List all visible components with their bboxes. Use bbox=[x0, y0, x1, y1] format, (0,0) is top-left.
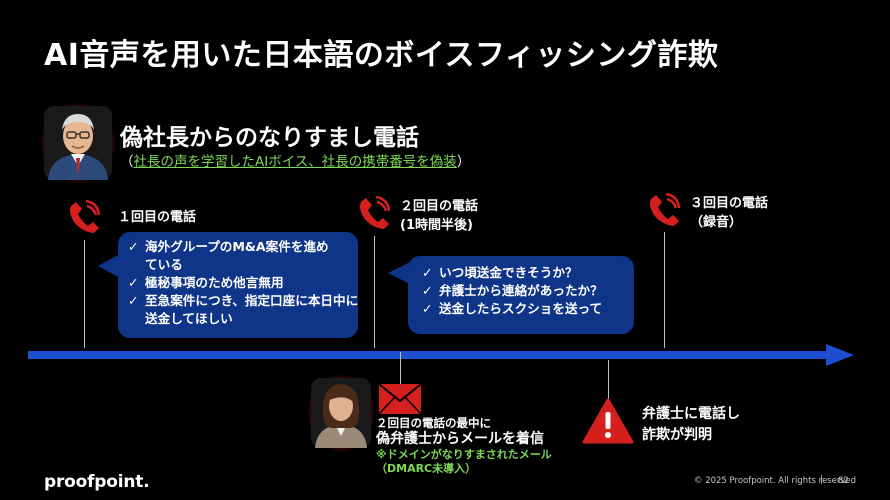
email-connector bbox=[400, 352, 401, 388]
call-3-line2: （録音） bbox=[690, 215, 743, 230]
phone-icon bbox=[648, 192, 681, 227]
call-1-connector bbox=[84, 240, 85, 348]
bubble-2-item: 弁護士から連絡があったか？ bbox=[422, 282, 634, 300]
subtitle-note-text: 社長の声を学習したAIボイス、社長の携帯番号を偽装 bbox=[133, 154, 457, 170]
copyright: © 2025 Proofpoint. All rights reserved bbox=[694, 476, 856, 486]
footer-separator: | bbox=[820, 475, 823, 485]
bubble-2-item: いつ頃送金できそうか？ bbox=[422, 264, 634, 282]
phone-icon bbox=[358, 195, 391, 230]
email-event-line1: ２回目の電話の最中に bbox=[376, 416, 491, 430]
warning-icon bbox=[582, 398, 634, 444]
bubble-1-tail bbox=[98, 254, 120, 278]
slide-title: AI音声を用いた日本語のボイスフィッシング詐欺 bbox=[44, 38, 719, 73]
proofpoint-logo: proofpoint. bbox=[44, 472, 150, 492]
message-bubble-1: 海外グループのM&A案件を進めている 極秘事項のため他言無用 至急案件につき、指… bbox=[118, 232, 358, 338]
call-3-label: ３回目の電話 （録音） bbox=[690, 194, 768, 232]
slide-subtitle: 偽社長からのなりすまし電話 bbox=[120, 125, 419, 151]
email-event-note1: ※ドメインがなりすまされたメール bbox=[376, 448, 552, 461]
subtitle-note: （社長の声を学習したAIボイス、社長の携帯番号を偽装） bbox=[120, 150, 470, 170]
bubble-1-item: 海外グループのM&A案件を進めている bbox=[128, 238, 340, 274]
warning-event: 弁護士に電話し 詐欺が判明 bbox=[642, 404, 740, 446]
call-2-connector bbox=[374, 236, 375, 348]
email-event-line2: 偽弁護士からメールを着信 bbox=[376, 431, 544, 447]
message-bubble-2: いつ頃送金できそうか？ 弁護士から連絡があったか？ 送金したらスクショを送って bbox=[408, 256, 634, 334]
call-2-line2: (1時間半後) bbox=[400, 218, 473, 233]
warning-event-line2: 詐欺が判明 bbox=[642, 427, 712, 443]
paren-close: ） bbox=[456, 154, 471, 170]
call-2-label: ２回目の電話 (1時間半後) bbox=[400, 197, 478, 235]
call-3-line1: ３回目の電話 bbox=[690, 196, 769, 211]
warning-event-line1: 弁護士に電話し bbox=[642, 406, 740, 422]
bubble-2-list: いつ頃送金できそうか？ 弁護士から連絡があったか？ 送金したらスクショを送って bbox=[422, 264, 634, 318]
lawyer-avatar bbox=[305, 372, 377, 454]
envelope-icon bbox=[378, 383, 422, 415]
call-3-connector bbox=[664, 232, 665, 348]
bubble-2-item: 送金したらスクショを送って bbox=[422, 300, 634, 318]
bubble-1-list: 海外グループのM&A案件を進めている 極秘事項のため他言無用 至急案件につき、指… bbox=[128, 238, 358, 328]
email-event-note2: （DMARC未導入） bbox=[376, 462, 477, 475]
paren-open: （ bbox=[120, 154, 134, 170]
phone-icon bbox=[68, 199, 101, 234]
ceo-avatar bbox=[38, 100, 118, 186]
warning-connector bbox=[608, 360, 609, 400]
bubble-1-item: 至急案件につき、指定口座に本日中に送金してほしい bbox=[128, 292, 360, 328]
bubble-2-tail bbox=[388, 262, 410, 284]
call-1-label: １回目の電話 bbox=[118, 210, 197, 225]
page-number: 82 bbox=[838, 476, 849, 486]
call-2-line1: ２回目の電話 bbox=[400, 199, 479, 214]
timeline-arrow bbox=[28, 344, 856, 366]
email-event: ２回目の電話の最中に 偽弁護士からメールを着信 ※ドメインがなりすまされたメール… bbox=[376, 416, 552, 476]
bubble-1-item: 極秘事項のため他言無用 bbox=[128, 274, 358, 292]
